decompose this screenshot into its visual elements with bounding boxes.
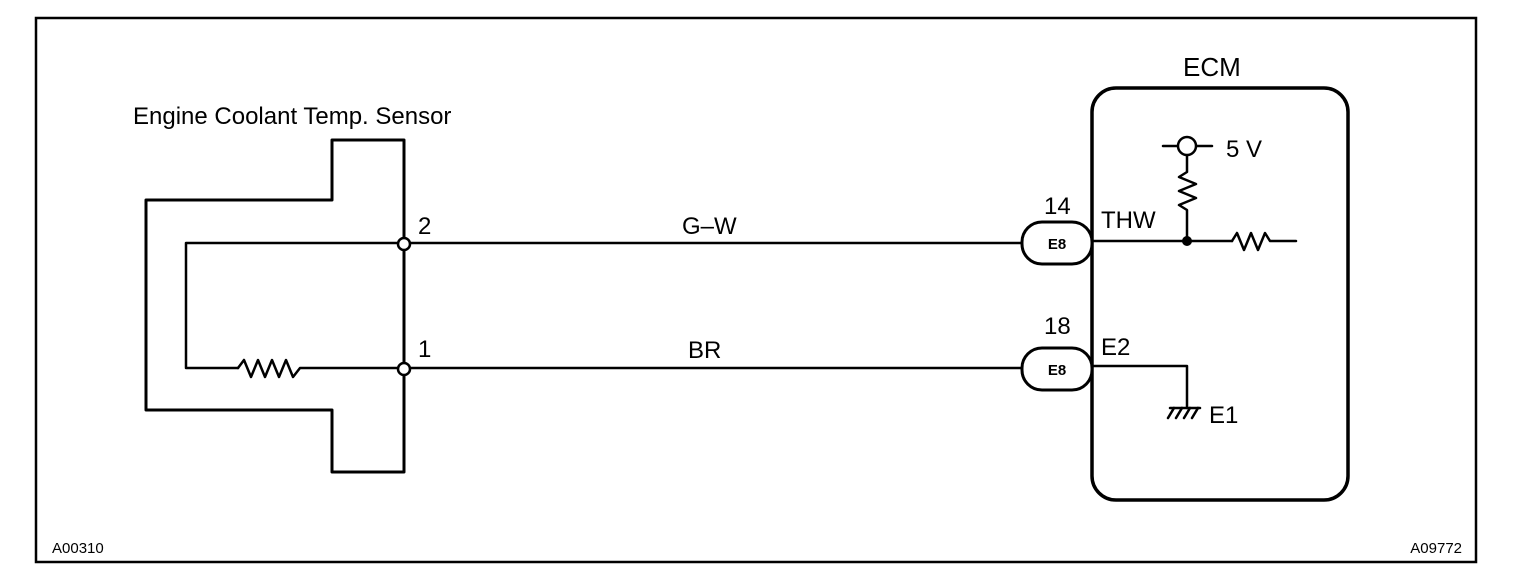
e2-connector-code: E8 xyxy=(1048,362,1066,379)
thw-terminal-label: THW xyxy=(1101,207,1156,234)
e2-terminal-label: E2 xyxy=(1101,334,1130,361)
sensor-label: Engine Coolant Temp. Sensor xyxy=(133,103,451,130)
e2-connector xyxy=(1020,346,1094,392)
sensor-body xyxy=(144,138,406,474)
ecm-internal-resistor xyxy=(1230,231,1298,252)
sensor-pin-1-terminal xyxy=(396,361,412,377)
supply-terminal-icon xyxy=(1176,135,1198,157)
pullup-resistor xyxy=(1177,153,1198,243)
sensor-pin-2-label: 2 xyxy=(418,213,431,240)
supply-voltage-label: 5 V xyxy=(1226,136,1262,163)
sensor-pin-2-terminal xyxy=(396,236,412,252)
thw-connector-code: E8 xyxy=(1048,236,1066,253)
e2-pin-number: 18 xyxy=(1044,313,1071,340)
thw-pin-number: 14 xyxy=(1044,193,1071,220)
figure-code-right: A09772 xyxy=(1410,540,1462,557)
ground-icon xyxy=(1166,406,1202,420)
sensor-internal-loop xyxy=(184,241,404,370)
thw-connector xyxy=(1020,220,1094,266)
diagram-frame xyxy=(34,16,1478,564)
sensor-thermistor xyxy=(236,358,404,379)
ecm-label: ECM xyxy=(1183,52,1241,82)
figure-code-left: A00310 xyxy=(52,540,104,557)
signal-wire-color: G–W xyxy=(682,213,737,240)
sensor-pin-1-label: 1 xyxy=(418,336,431,363)
e2-ground-wire xyxy=(1090,364,1189,410)
ecm-box xyxy=(1090,86,1350,502)
ground-wire-color: BR xyxy=(688,337,721,364)
ground-label: E1 xyxy=(1209,402,1238,429)
